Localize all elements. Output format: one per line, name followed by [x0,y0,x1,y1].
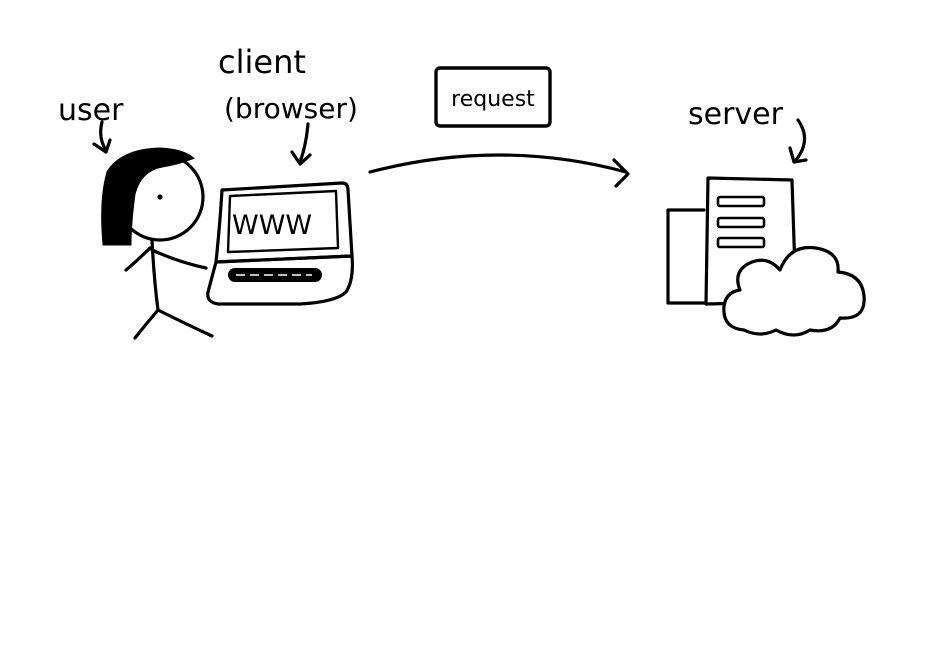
laptop-icon [206,181,354,306]
request-arrowhead-icon [612,158,630,188]
screen-label: WWW [232,210,312,241]
request-label: request [451,87,535,112]
request-label-box [434,66,552,128]
person-icon [101,147,214,340]
request-arrow-icon [368,153,628,174]
user-label: user [58,93,124,128]
user-pointer-arrow-icon [92,120,112,154]
server-pointer-arrow-icon [788,118,808,164]
cloud-icon [722,245,866,337]
client-label: client [218,43,306,81]
server-label: server [688,97,784,132]
client-pointer-arrow-icon [290,122,312,166]
browser-label: (browser) [224,92,358,125]
